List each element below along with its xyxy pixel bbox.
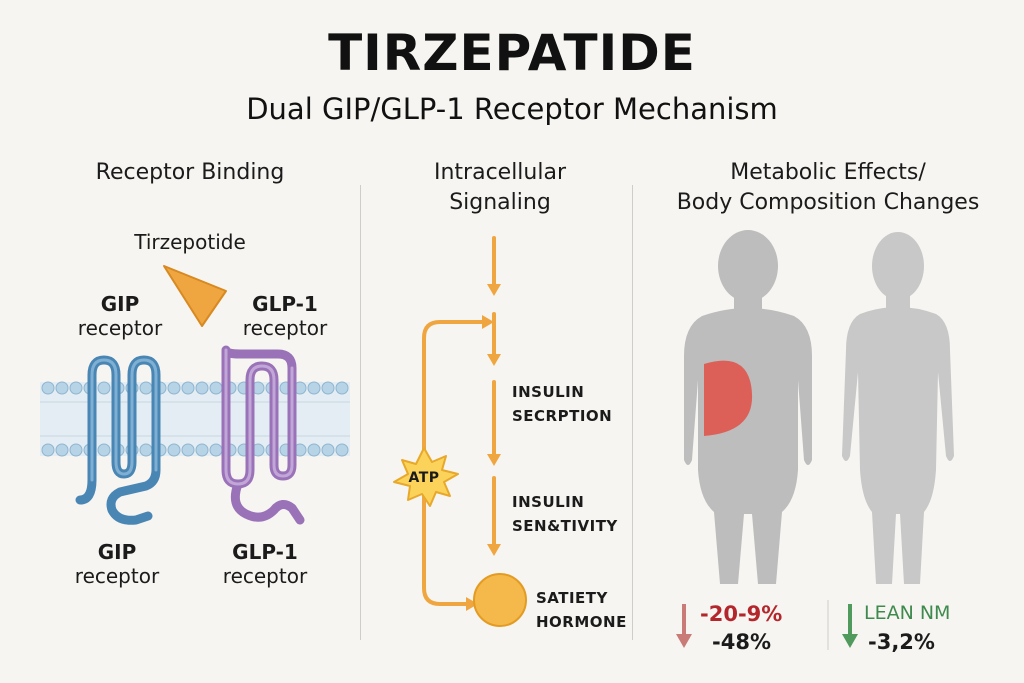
- signaling-arrows: [422, 236, 496, 606]
- heading-receptor-binding: Receptor Binding: [95, 160, 285, 185]
- fat-change-secondary-stat: -48%: [712, 630, 771, 654]
- step-insulin-secretion: INSULIN SECRPTION: [512, 380, 612, 428]
- lean-mass-label: LEAN NM: [864, 602, 951, 624]
- satiety-circle-icon: [473, 573, 527, 627]
- section-divider-left: [360, 185, 361, 640]
- heading-effects-line-2: Body Composition Changes: [676, 190, 980, 215]
- glp1-receptor-bottom-word: receptor: [222, 564, 308, 588]
- gip-receptor-top-name: GIP: [100, 292, 140, 316]
- step-insulin-sensitivity-line-2: SEN&TIVITY: [512, 517, 618, 535]
- heading-signaling-line-2: Signaling: [449, 190, 551, 215]
- step-insulin-secretion-line-1: INSULIN: [512, 383, 585, 401]
- page-subtitle: Dual GIP/GLP-1 Receptor Mechanism: [246, 92, 778, 126]
- step-satiety-hormone-line-2: HORMONE: [536, 613, 627, 631]
- step-satiety-hormone: SATIETY HORMONE: [536, 586, 627, 634]
- atp-burst-icon: [393, 447, 459, 507]
- step-satiety-hormone-line-1: SATIETY: [536, 589, 608, 607]
- heading-effects-line-1: Metabolic Effects/: [730, 160, 926, 185]
- step-insulin-sensitivity-line-1: INSULIN: [512, 493, 585, 511]
- heading-intracellular-signaling: Intracellular Signaling: [370, 158, 630, 218]
- gip-receptor-top-word: receptor: [77, 316, 163, 340]
- body-silhouette-icon: [842, 232, 954, 584]
- step-insulin-secretion-line-2: SECRPTION: [512, 407, 613, 425]
- heading-metabolic-effects: Metabolic Effects/ Body Composition Chan…: [640, 158, 1016, 218]
- glp1-receptor-top-name: GLP-1: [252, 292, 318, 316]
- membrane-bilayer-icon: [40, 381, 350, 457]
- down-arrow-icon: [676, 604, 692, 648]
- gip-receptor-bottom-word: receptor: [74, 564, 160, 588]
- glp1-receptor-bottom-name: GLP-1: [232, 540, 298, 564]
- glp1-receptor-bottom-label: GLP-1 receptor: [200, 540, 330, 588]
- gip-receptor-top-label: GIP receptor: [60, 292, 180, 340]
- lean-mass-change-stat: -3,2%: [868, 630, 935, 654]
- glp1-receptor-top-label: GLP-1 receptor: [220, 292, 350, 340]
- down-arrow-icon: [842, 604, 858, 648]
- tirzepatide-triangle-icon: [163, 265, 227, 327]
- fat-region-overlay: [704, 360, 753, 436]
- section-divider-right: [632, 185, 633, 640]
- drug-label: Tirzepotide: [134, 230, 246, 254]
- heading-signaling-line-1: Intracellular: [433, 160, 567, 185]
- atp-label: ATP: [408, 470, 440, 486]
- step-insulin-sensitivity: INSULIN SEN&TIVITY: [512, 490, 618, 538]
- gip-receptor-bottom-label: GIP receptor: [52, 540, 182, 588]
- arrowheads: [466, 284, 501, 611]
- gip-receptor-bottom-name: GIP: [97, 540, 137, 564]
- fat-change-stat: -20-9%: [700, 602, 783, 626]
- page-title: TIRZEPATIDE: [328, 24, 696, 82]
- glp1-receptor-top-word: receptor: [242, 316, 328, 340]
